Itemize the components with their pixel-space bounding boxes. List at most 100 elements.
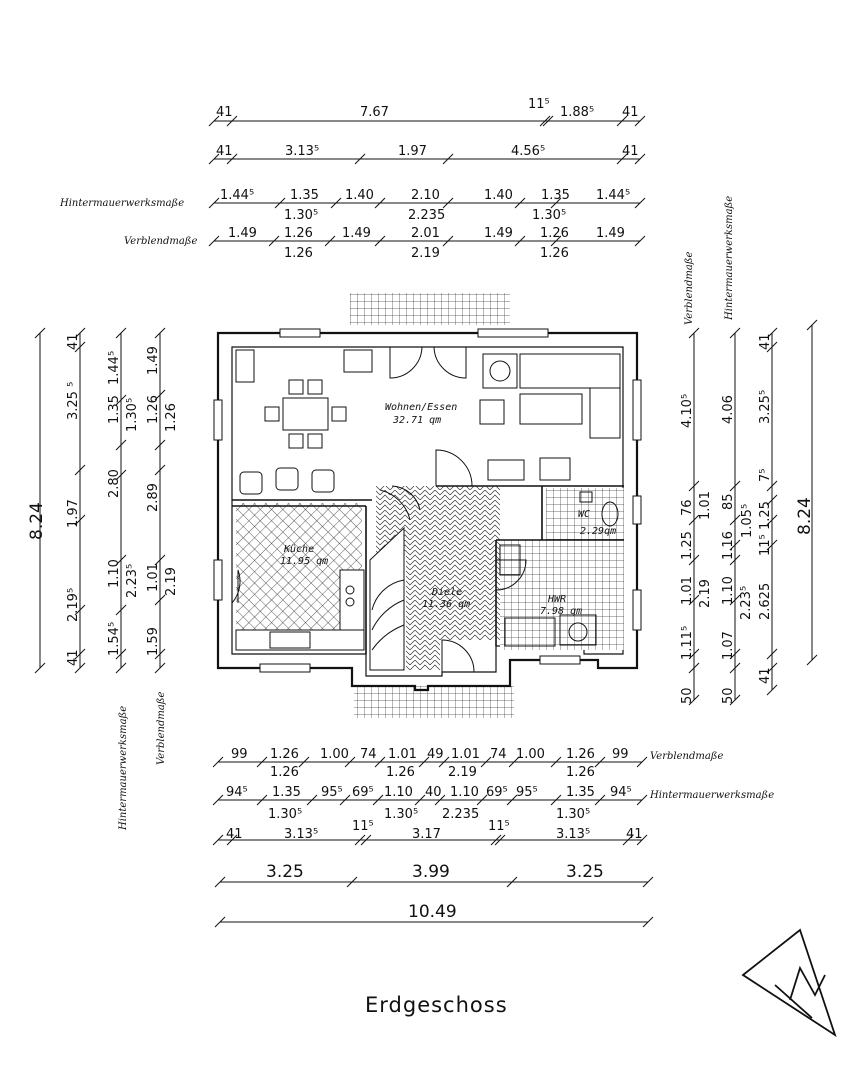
dimension-tick bbox=[227, 116, 237, 126]
dim-label: 1.97 bbox=[398, 144, 427, 159]
dim-label: 11⁵ bbox=[352, 819, 374, 834]
dimension-tick bbox=[375, 236, 385, 246]
dim-label: 1.01 bbox=[451, 747, 480, 762]
dim-label: 4.56⁵ bbox=[511, 144, 545, 159]
verblend-label-top: Verblendmaße bbox=[124, 236, 197, 247]
right-dimension-chains bbox=[689, 320, 817, 705]
dim-label: 1.26 bbox=[164, 403, 179, 432]
house-plan bbox=[214, 293, 641, 718]
dimension-tick bbox=[643, 877, 653, 887]
hintermauerwerk-label-left: Hintermauerwerksmaße bbox=[118, 706, 129, 831]
dim-label: 2.23⁵ bbox=[125, 564, 140, 598]
dimension-tick bbox=[209, 154, 219, 164]
outer-wall bbox=[218, 333, 637, 690]
dimension-tick bbox=[767, 685, 777, 695]
dim-label: 69⁵ bbox=[486, 785, 508, 800]
dim-label: 1.16 bbox=[721, 531, 736, 560]
verblend-label-left: Verblendmaße bbox=[156, 692, 167, 765]
dimension-tick bbox=[595, 757, 605, 767]
dimension-tick bbox=[635, 236, 645, 246]
dim-label: 1.40 bbox=[345, 188, 374, 203]
dimension-tick bbox=[155, 328, 165, 338]
dimension-tick bbox=[227, 835, 237, 845]
left-col-1: 41 3.25 ⁵ 1.97 2.19⁵ 41 bbox=[66, 333, 81, 666]
dim-label: 1.26 bbox=[284, 226, 313, 241]
right-col-1: 4.10⁵ 76 1.25 1.01 2.19 1.11⁵ 50 bbox=[680, 394, 713, 704]
dim-label: 50 bbox=[721, 687, 736, 704]
dimension-tick bbox=[730, 595, 740, 605]
dim-label: 1.44⁵ bbox=[107, 351, 122, 385]
dimension-tick bbox=[617, 116, 627, 126]
dim-label: 1.49 bbox=[146, 346, 161, 375]
dimension-tick bbox=[730, 663, 740, 673]
dim-label: 1.88⁵ bbox=[560, 105, 594, 120]
dimension-tick bbox=[543, 116, 553, 126]
terrace-doors bbox=[390, 347, 466, 378]
room-area-hwr: 7.98 qm bbox=[540, 606, 582, 617]
dimension-tick bbox=[257, 795, 267, 805]
room-name-wc: WC bbox=[578, 509, 590, 520]
dim-label: 1.00 bbox=[516, 747, 545, 762]
dimension-tick bbox=[637, 795, 647, 805]
dim-label: 3.25 bbox=[266, 862, 304, 882]
dimension-tick bbox=[345, 757, 355, 767]
hwr-floor bbox=[500, 540, 624, 650]
dim-label: 7⁵ bbox=[758, 469, 773, 482]
dim-label: 95⁵ bbox=[516, 785, 538, 800]
dimension-tick bbox=[807, 320, 817, 330]
left-col-2: 1.44⁵ 1.35 1.30⁵ 2.80 1.10 2.23⁵ 1.54⁵ bbox=[107, 351, 140, 656]
right-total: 8.24 bbox=[795, 497, 815, 535]
room-area-kueche: 11.95 qm bbox=[280, 556, 328, 567]
dimension-tick bbox=[551, 198, 561, 208]
dimension-tick bbox=[515, 198, 525, 208]
dimension-tick bbox=[507, 795, 517, 805]
dimension-tick bbox=[155, 649, 165, 659]
dimension-tick bbox=[730, 515, 740, 525]
dimension-tick bbox=[116, 328, 126, 338]
dimension-tick bbox=[415, 795, 425, 805]
dimension-tick bbox=[767, 515, 777, 525]
dimension-tick bbox=[155, 465, 165, 475]
dimension-tick bbox=[551, 757, 561, 767]
dim-label: 1.00 bbox=[320, 747, 349, 762]
dim-label: 1.11⁵ bbox=[680, 626, 695, 660]
dimension-tick bbox=[635, 116, 645, 126]
dim-label: 1.26 bbox=[270, 747, 299, 762]
dimension-tick bbox=[299, 757, 309, 767]
hintermauerwerk-label-top: Hintermauerwerksmaße bbox=[59, 198, 184, 209]
dim-label: 2.19 bbox=[698, 579, 713, 608]
windows bbox=[214, 329, 641, 672]
dim-label: 1.01 bbox=[388, 747, 417, 762]
dimension-tick bbox=[361, 835, 371, 845]
dim-label: 1.10 bbox=[107, 559, 122, 588]
dim-label: 69⁵ bbox=[352, 785, 374, 800]
dimension-tick bbox=[689, 695, 699, 705]
dim-label: 1.40 bbox=[484, 188, 513, 203]
dim-label: 1.30⁵ bbox=[532, 208, 566, 223]
dimension-tick bbox=[155, 595, 165, 605]
room-area-wc: 2.29qm bbox=[580, 526, 616, 537]
dimension-tick bbox=[347, 877, 357, 887]
room-name-kueche: Küche bbox=[283, 544, 314, 555]
dim-label: 1.10 bbox=[721, 576, 736, 605]
dimension-tick bbox=[75, 663, 85, 673]
dim-label: 1.35 bbox=[107, 395, 122, 424]
dim-label: 1.49 bbox=[484, 226, 513, 241]
dimension-tick bbox=[443, 198, 453, 208]
dimension-tick bbox=[689, 649, 699, 659]
dimension-tick bbox=[515, 236, 525, 246]
bottom-row-1: 99 1.26 1.00 74 1.01 49 1.01 74 1.00 1.2… bbox=[231, 747, 629, 780]
sofa bbox=[236, 350, 620, 480]
dimension-tick bbox=[275, 198, 285, 208]
dim-label: 1.35 bbox=[272, 785, 301, 800]
dimension-tick bbox=[331, 198, 341, 208]
dim-label: 41 bbox=[622, 144, 639, 159]
dim-label: 2.235 bbox=[442, 807, 479, 822]
diele-doors bbox=[232, 450, 526, 672]
room-area-diele: 11.36 qm bbox=[422, 599, 470, 610]
dining-table bbox=[265, 380, 346, 448]
verblend-label-bottom: Verblendmaße bbox=[650, 751, 723, 762]
dim-label: 11⁵ bbox=[758, 534, 773, 556]
dimension-tick bbox=[325, 236, 335, 246]
